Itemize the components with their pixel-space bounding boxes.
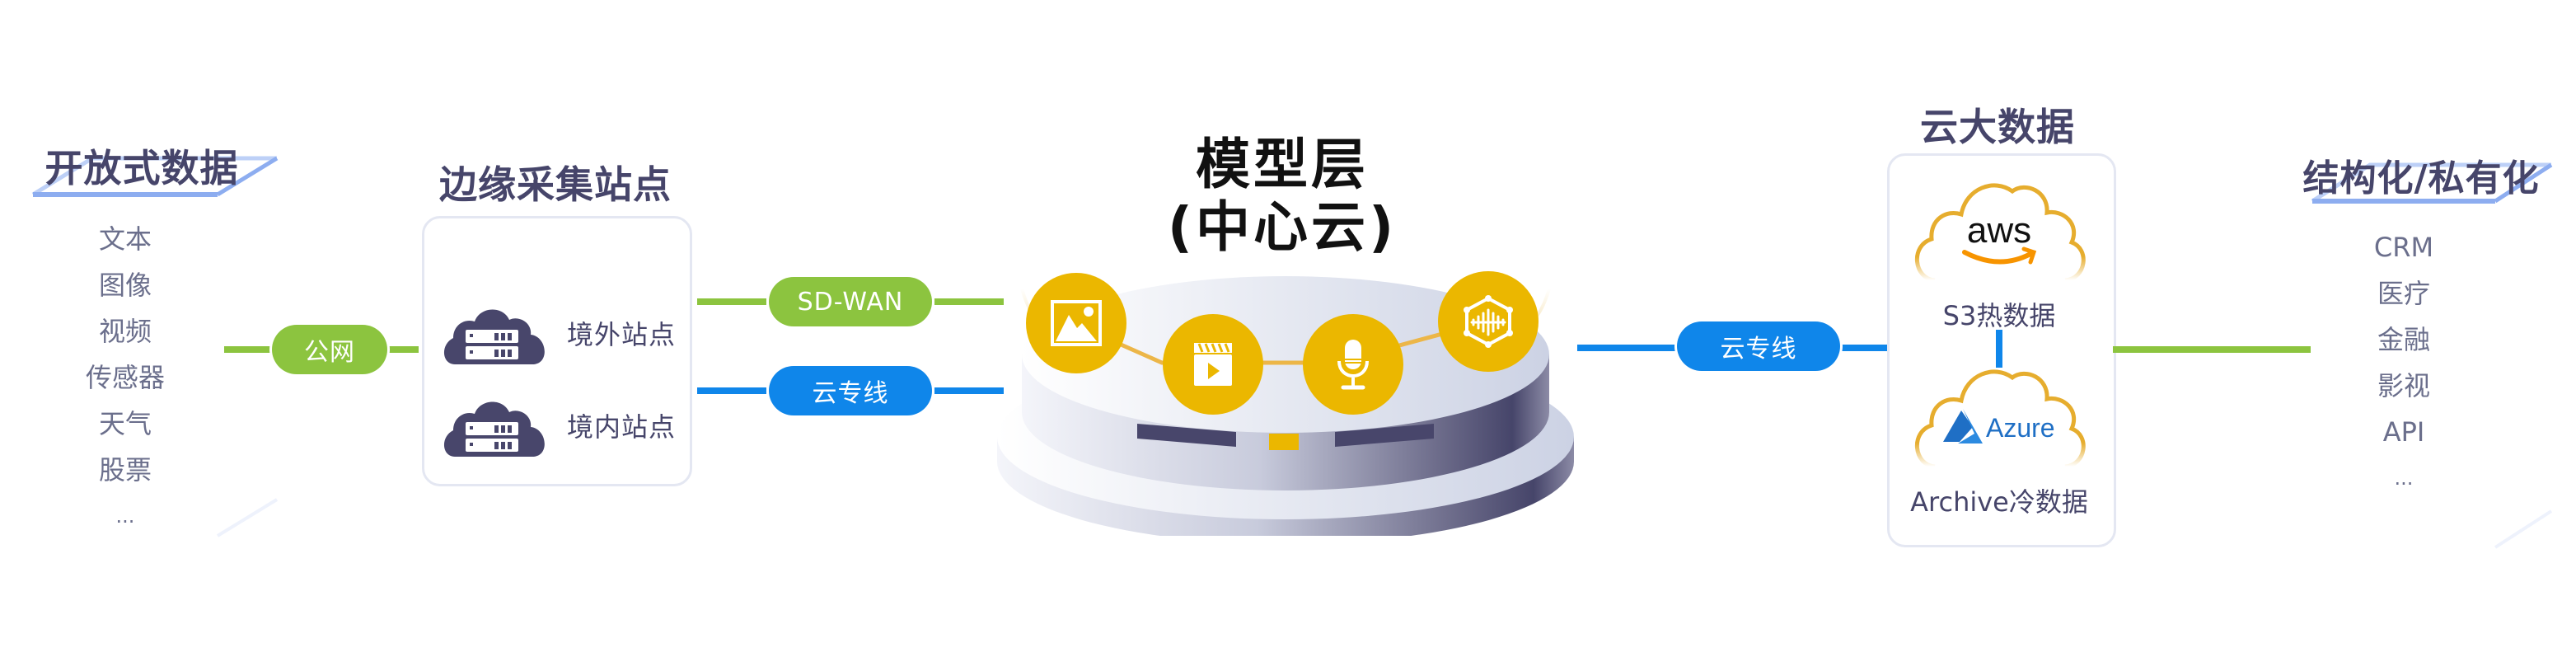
model-layer-subtitle: (中心云) [1167,195,1398,259]
public-link-line-left [224,346,274,353]
central-server-icon [997,276,1574,536]
edge-sites-title: 边缘采集站点 [439,162,672,207]
public-link-line-right [386,346,419,353]
azure-cloud-icon: Azure [1915,369,2086,469]
structured-data-list: CRM 医疗 金融 影视 API ... [2312,224,2495,501]
sdwan-label: SD-WAN [797,287,904,317]
sdwan-badge: SD-WAN [769,277,932,326]
image-icon [1051,300,1102,346]
list-item: 股票 [98,454,152,486]
hot-cold-connector [1996,330,2002,368]
cube-outline-icon [2310,162,2554,552]
cloud-line-left [1577,345,1684,351]
neural-network-icon [1464,295,1513,348]
cloud-server-icon [443,401,545,457]
microphone-icon [1337,340,1369,390]
list-item: 视频 [98,316,152,347]
public-network-badge: 公网 [272,325,387,374]
private-line-right [934,387,1004,394]
cloud-big-data-title: 云大数据 [1920,105,2075,149]
open-data-cube [30,153,285,541]
public-network-label: 公网 [304,338,355,367]
archive-cold-data-label: Archive冷数据 [1910,486,2088,518]
open-data-title: 开放式数据 [44,146,239,190]
cloud-private-line-badge: 云专线 [1677,321,1840,371]
cloud-server-icon [443,309,545,364]
model-layer-title: 模型层 [1196,133,1369,196]
open-data-list: 文本 图像 视频 传感器 天气 股票 ... [33,216,218,539]
list-item: CRM [2373,232,2434,263]
list-item: 影视 [2377,370,2430,401]
list-item: 金融 [2377,324,2430,355]
structured-link-line [2113,346,2311,353]
image-modality [1026,273,1126,373]
list-item: 图像 [98,270,152,301]
video-modality [1163,314,1263,415]
list-item: 天气 [98,408,152,439]
private-line-left [697,387,766,394]
structured-data-cube [2307,157,2555,552]
aws-logo-text: aws [1967,210,2031,251]
s3-hot-data-label: S3热数据 [1942,300,2056,331]
sdwan-line-left [697,298,766,305]
station-overseas: 境外站点 [440,302,676,364]
list-item: 文本 [98,223,152,255]
station-domestic: 境内站点 [440,394,676,457]
cloud-line-right [1833,345,1887,351]
station-label: 境外站点 [567,319,677,350]
aws-cloud-icon: aws [1915,183,2086,283]
sdwan-line-right [934,298,1004,305]
private-line-badge: 云专线 [769,366,932,415]
station-label: 境内站点 [567,411,677,443]
list-item: 医疗 [2377,278,2430,309]
list-item: 传感器 [85,362,165,393]
list-item: ... [2394,467,2414,490]
list-item: ... [115,504,135,528]
structured-data-title: 结构化/私有化 [2302,157,2540,199]
list-item: API [2382,416,2425,448]
ai-network-modality [1438,271,1539,372]
private-line-label: 云专线 [812,379,889,408]
cube-outline-icon [30,156,279,541]
azure-logo-text: Azure [1986,413,2055,443]
audio-modality [1303,314,1403,415]
cloud-private-line-label: 云专线 [1720,335,1797,364]
video-icon [1194,343,1232,386]
